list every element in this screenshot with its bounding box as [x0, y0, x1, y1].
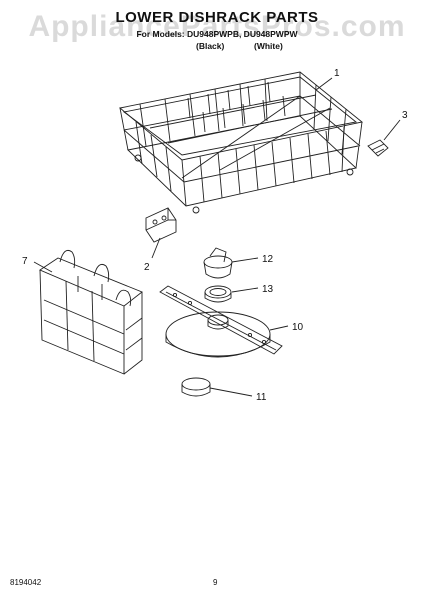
silverware-basket: [39, 249, 143, 375]
seal-ring: [204, 285, 232, 303]
for-models-line: For Models: DU948PWPB, DU948PWPW: [136, 29, 298, 39]
callout-10: 10: [292, 322, 304, 333]
lower-ring: [181, 377, 211, 397]
document-number: 8194042: [10, 578, 42, 587]
watermark-text: AppliancePartsPros.com: [28, 10, 406, 43]
page-title: LOWER DISHRACK PARTS: [115, 9, 319, 26]
callout-2: 2: [144, 262, 150, 273]
variant-white-label: (White): [254, 41, 283, 51]
spray-arm-nut: [203, 247, 233, 279]
callout-3: 3: [402, 110, 408, 121]
callout-12: 12: [262, 254, 274, 265]
callout-13: 13: [262, 284, 274, 295]
lower-dishrack: [118, 71, 364, 214]
leader-lines: [33, 77, 401, 397]
lower-spray-arm: [159, 285, 283, 358]
rack-stop-clip: [367, 139, 389, 157]
variant-black-label: (Black): [196, 41, 225, 51]
page-number: 9: [213, 578, 218, 587]
callout-7: 7: [22, 256, 28, 267]
roller-bracket: [145, 207, 177, 243]
callout-11: 11: [256, 392, 267, 403]
callout-1: 1: [334, 68, 340, 79]
